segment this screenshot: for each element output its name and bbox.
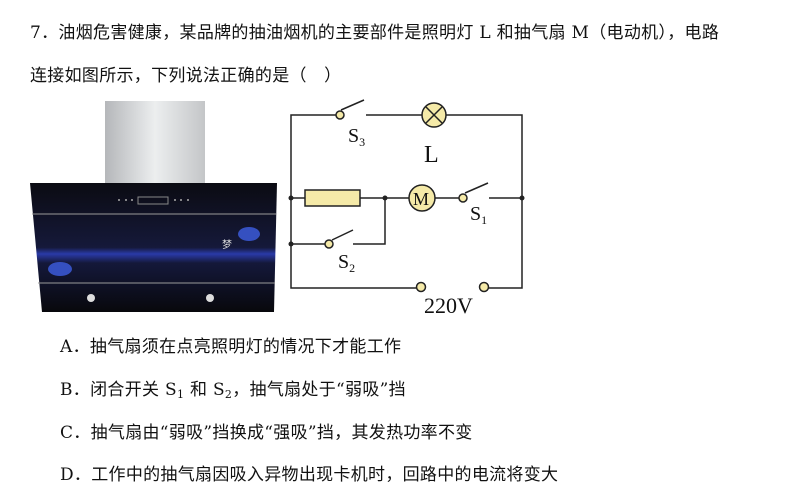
- question-text: 油烟危害健康，某品牌的抽油烟机的主要部件是照明灯 L 和抽气扇 M（电动机），电…: [58, 23, 720, 43]
- resistor: [304, 189, 361, 207]
- question-stem-line2: 连接如图所示，下列说法正确的是（ ）: [30, 66, 342, 86]
- question-stem-line1: 7．油烟危害健康，某品牌的抽油烟机的主要部件是照明灯 L 和抽气扇 M（电动机）…: [30, 18, 719, 43]
- motor-label: M: [413, 189, 429, 209]
- terminal: [478, 281, 490, 293]
- option-b: B．闭合开关 S1 和 S2，抽气扇处于“弱吸”挡: [60, 380, 406, 401]
- voltage-label: 220V: [424, 293, 473, 318]
- s1-label: S1: [470, 203, 487, 227]
- photo-logo: 梦: [222, 239, 232, 251]
- s3-label: S3: [348, 125, 365, 149]
- option-a: A．抽气扇须在点亮照明灯的情况下才能工作: [60, 337, 402, 357]
- lamp-label: L: [424, 142, 439, 168]
- terminal: [415, 281, 427, 293]
- s2-label: S2: [338, 251, 355, 275]
- range-hood-photo: 梦: [30, 101, 277, 312]
- motor-icon: [408, 184, 436, 212]
- question-number: 7．: [30, 23, 59, 43]
- circuit-diagram: [288, 99, 525, 293]
- option-c: C．抽气扇由“弱吸”挡换成“强吸”挡，其发热功率不变: [60, 423, 473, 443]
- option-d: D．工作中的抽气扇因吸入异物出现卡机时，回路中的电流将变大: [60, 465, 559, 485]
- lamp-icon: [421, 102, 447, 128]
